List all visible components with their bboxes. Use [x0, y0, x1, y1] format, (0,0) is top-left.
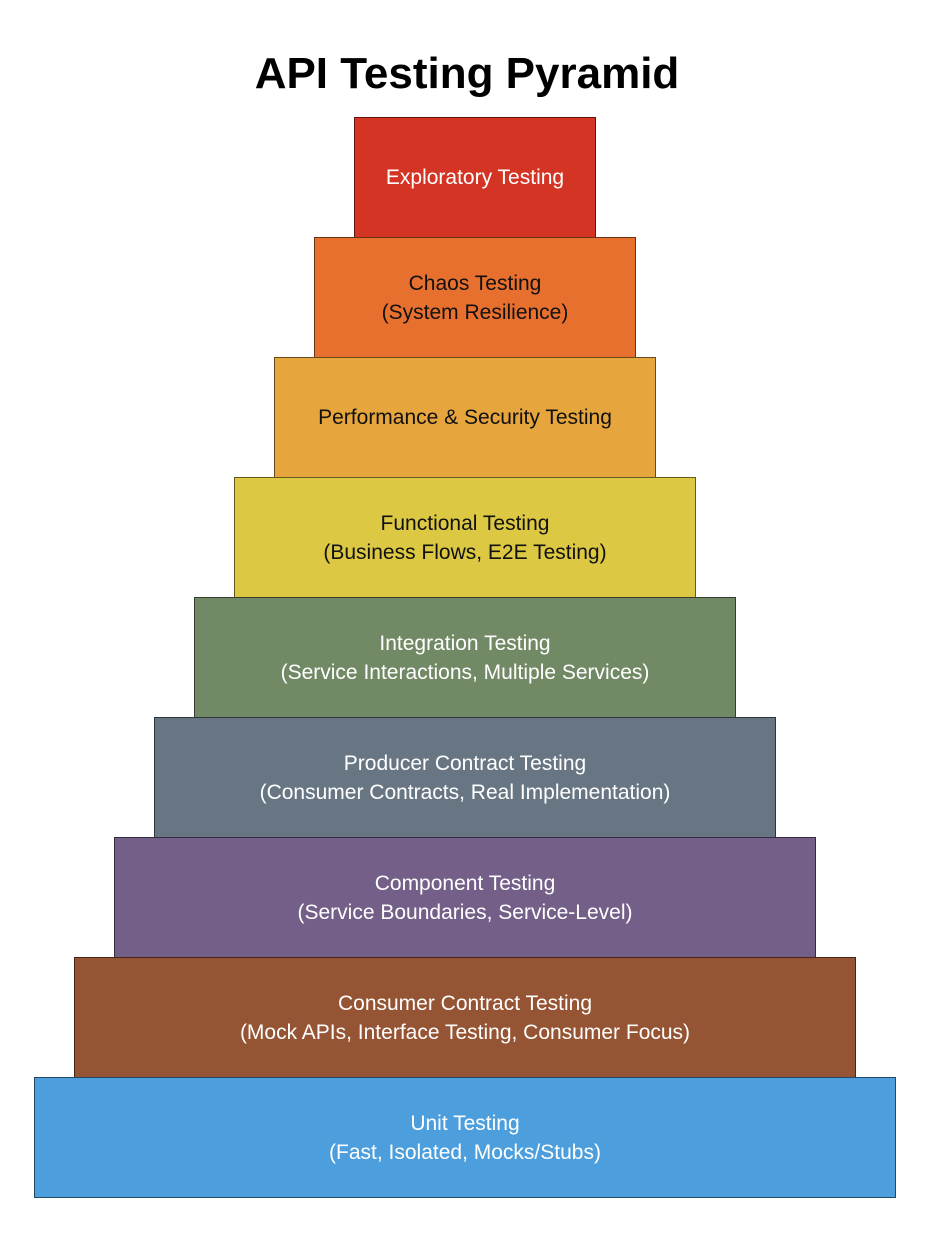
tier-consumer-contract-testing: Consumer Contract Testing (Mock APIs, In… [74, 957, 856, 1078]
tier-sublabel: (Consumer Contracts, Real Implementation… [259, 780, 671, 804]
tier-unit-testing: Unit Testing (Fast, Isolated, Mocks/Stub… [34, 1077, 896, 1198]
tier-functional-testing: Functional Testing (Business Flows, E2E … [234, 477, 696, 598]
tier-exploratory-testing: Exploratory Testing [354, 117, 596, 238]
tier-sublabel: (Mock APIs, Interface Testing, Consumer … [239, 1020, 691, 1044]
tier-label: Chaos Testing [408, 271, 542, 295]
tier-sublabel: (Business Flows, E2E Testing) [323, 540, 607, 564]
tier-label: Component Testing [374, 871, 556, 895]
tier-producer-contract-testing: Producer Contract Testing (Consumer Cont… [154, 717, 776, 838]
tier-label: Functional Testing [380, 511, 550, 535]
tier-label: Exploratory Testing [385, 166, 565, 189]
tier-chaos-testing: Chaos Testing (System Resilience) [314, 237, 636, 358]
tier-label: Consumer Contract Testing [337, 991, 593, 1015]
tier-component-testing: Component Testing (Service Boundaries, S… [114, 837, 816, 958]
tier-label: Performance & Security Testing [318, 406, 612, 429]
diagram-title: API Testing Pyramid [254, 49, 680, 98]
tier-sublabel: (Service Interactions, Multiple Services… [280, 660, 650, 684]
tier-label: Integration Testing [379, 631, 551, 655]
tier-sublabel: (Service Boundaries, Service-Level) [297, 900, 633, 924]
tier-sublabel: (Fast, Isolated, Mocks/Stubs) [329, 1140, 601, 1164]
tier-sublabel: (System Resilience) [381, 300, 569, 324]
tier-label: Unit Testing [410, 1111, 520, 1135]
tier-label: Producer Contract Testing [343, 751, 587, 775]
tier-integration-testing: Integration Testing (Service Interaction… [194, 597, 736, 718]
tier-performance-security-testing: Performance & Security Testing [274, 357, 656, 478]
